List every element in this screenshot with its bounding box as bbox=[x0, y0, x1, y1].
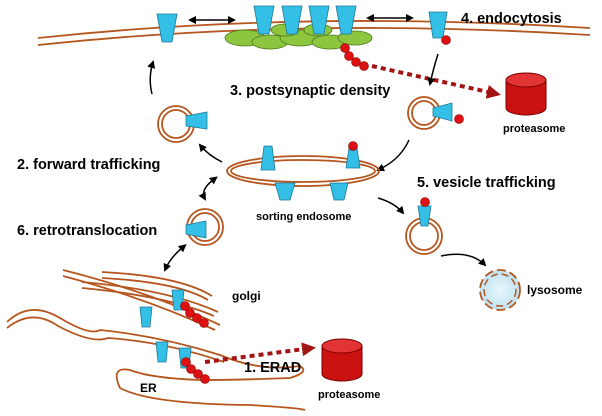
endocytosis-label: 4. endocytosis bbox=[461, 11, 562, 27]
proteasome-label-bottom: proteasome bbox=[318, 389, 380, 401]
receptor-icon bbox=[428, 11, 448, 39]
receptor-icon bbox=[345, 147, 361, 169]
lysosome bbox=[479, 269, 521, 311]
sorting-endosome-label: sorting endosome bbox=[256, 211, 351, 223]
forward-arrow-up bbox=[147, 60, 156, 95]
receptor-icon bbox=[281, 5, 303, 35]
ubiquitin-chain-icon bbox=[180, 301, 209, 328]
endoplasmic-reticulum bbox=[6, 309, 306, 411]
postsynaptic-density-label: 3. postsynaptic density bbox=[230, 83, 390, 99]
receptor-icon bbox=[260, 145, 276, 171]
receptor-icon bbox=[155, 341, 169, 363]
vesicle-trafficking-label: 5. vesicle trafficking bbox=[417, 175, 556, 191]
forward-vesicle bbox=[157, 105, 208, 143]
proteasome-icon bbox=[505, 72, 547, 116]
receptor-icon bbox=[274, 182, 296, 201]
golgi-apparatus bbox=[62, 269, 221, 331]
receptor-icon bbox=[139, 306, 153, 328]
receptor-icon bbox=[185, 111, 208, 130]
endocytosis-arrow bbox=[427, 53, 439, 86]
proteasome-icon bbox=[321, 338, 363, 382]
ubiquitin-icon bbox=[348, 141, 358, 151]
forward-trafficking-label: 2. forward trafficking bbox=[17, 157, 160, 173]
retrotranslocation-label: 6. retrotranslocation bbox=[17, 223, 157, 239]
receptor-icon bbox=[156, 13, 178, 43]
receptor-icon bbox=[432, 102, 453, 122]
degradation-arrow bbox=[371, 64, 501, 99]
receptor-icon bbox=[308, 5, 330, 35]
ubiquitin-chain-icon bbox=[181, 357, 210, 384]
ubiquitin-icon bbox=[420, 197, 430, 207]
ubiquitin-chain-icon bbox=[340, 43, 369, 71]
proteasome-label-top: proteasome bbox=[503, 123, 565, 135]
forward-arrow-endosome bbox=[198, 143, 223, 163]
endocytic-vesicle bbox=[407, 96, 464, 130]
lysosome-label: lysosome bbox=[527, 283, 583, 297]
lateral-diffusion-arrows bbox=[188, 14, 414, 24]
golgi-label: golgi bbox=[232, 289, 261, 303]
lysosome-arrow bbox=[440, 253, 487, 267]
recycling-arrow bbox=[376, 139, 410, 172]
membrane-receptors bbox=[156, 5, 448, 43]
receptor-icon bbox=[253, 5, 275, 35]
receptor-icon bbox=[335, 5, 357, 35]
erad-label: 1. ERAD bbox=[244, 360, 301, 376]
ubiquitin-icon bbox=[454, 114, 464, 124]
retrotranslocation-vesicle bbox=[185, 208, 224, 246]
retro-arrow-lower bbox=[163, 244, 187, 272]
receptor-icon bbox=[329, 182, 349, 201]
endosome-receptors bbox=[260, 145, 361, 201]
receptor-icon bbox=[185, 220, 207, 239]
er-label: ER bbox=[140, 381, 157, 395]
ubiquitin-chain-icon bbox=[441, 35, 451, 45]
vesicle-trafficking-arrow bbox=[377, 197, 405, 215]
retro-arrow-upper bbox=[198, 176, 218, 201]
lysosomal-vesicle bbox=[405, 197, 443, 255]
sorting-endosome bbox=[226, 155, 380, 187]
